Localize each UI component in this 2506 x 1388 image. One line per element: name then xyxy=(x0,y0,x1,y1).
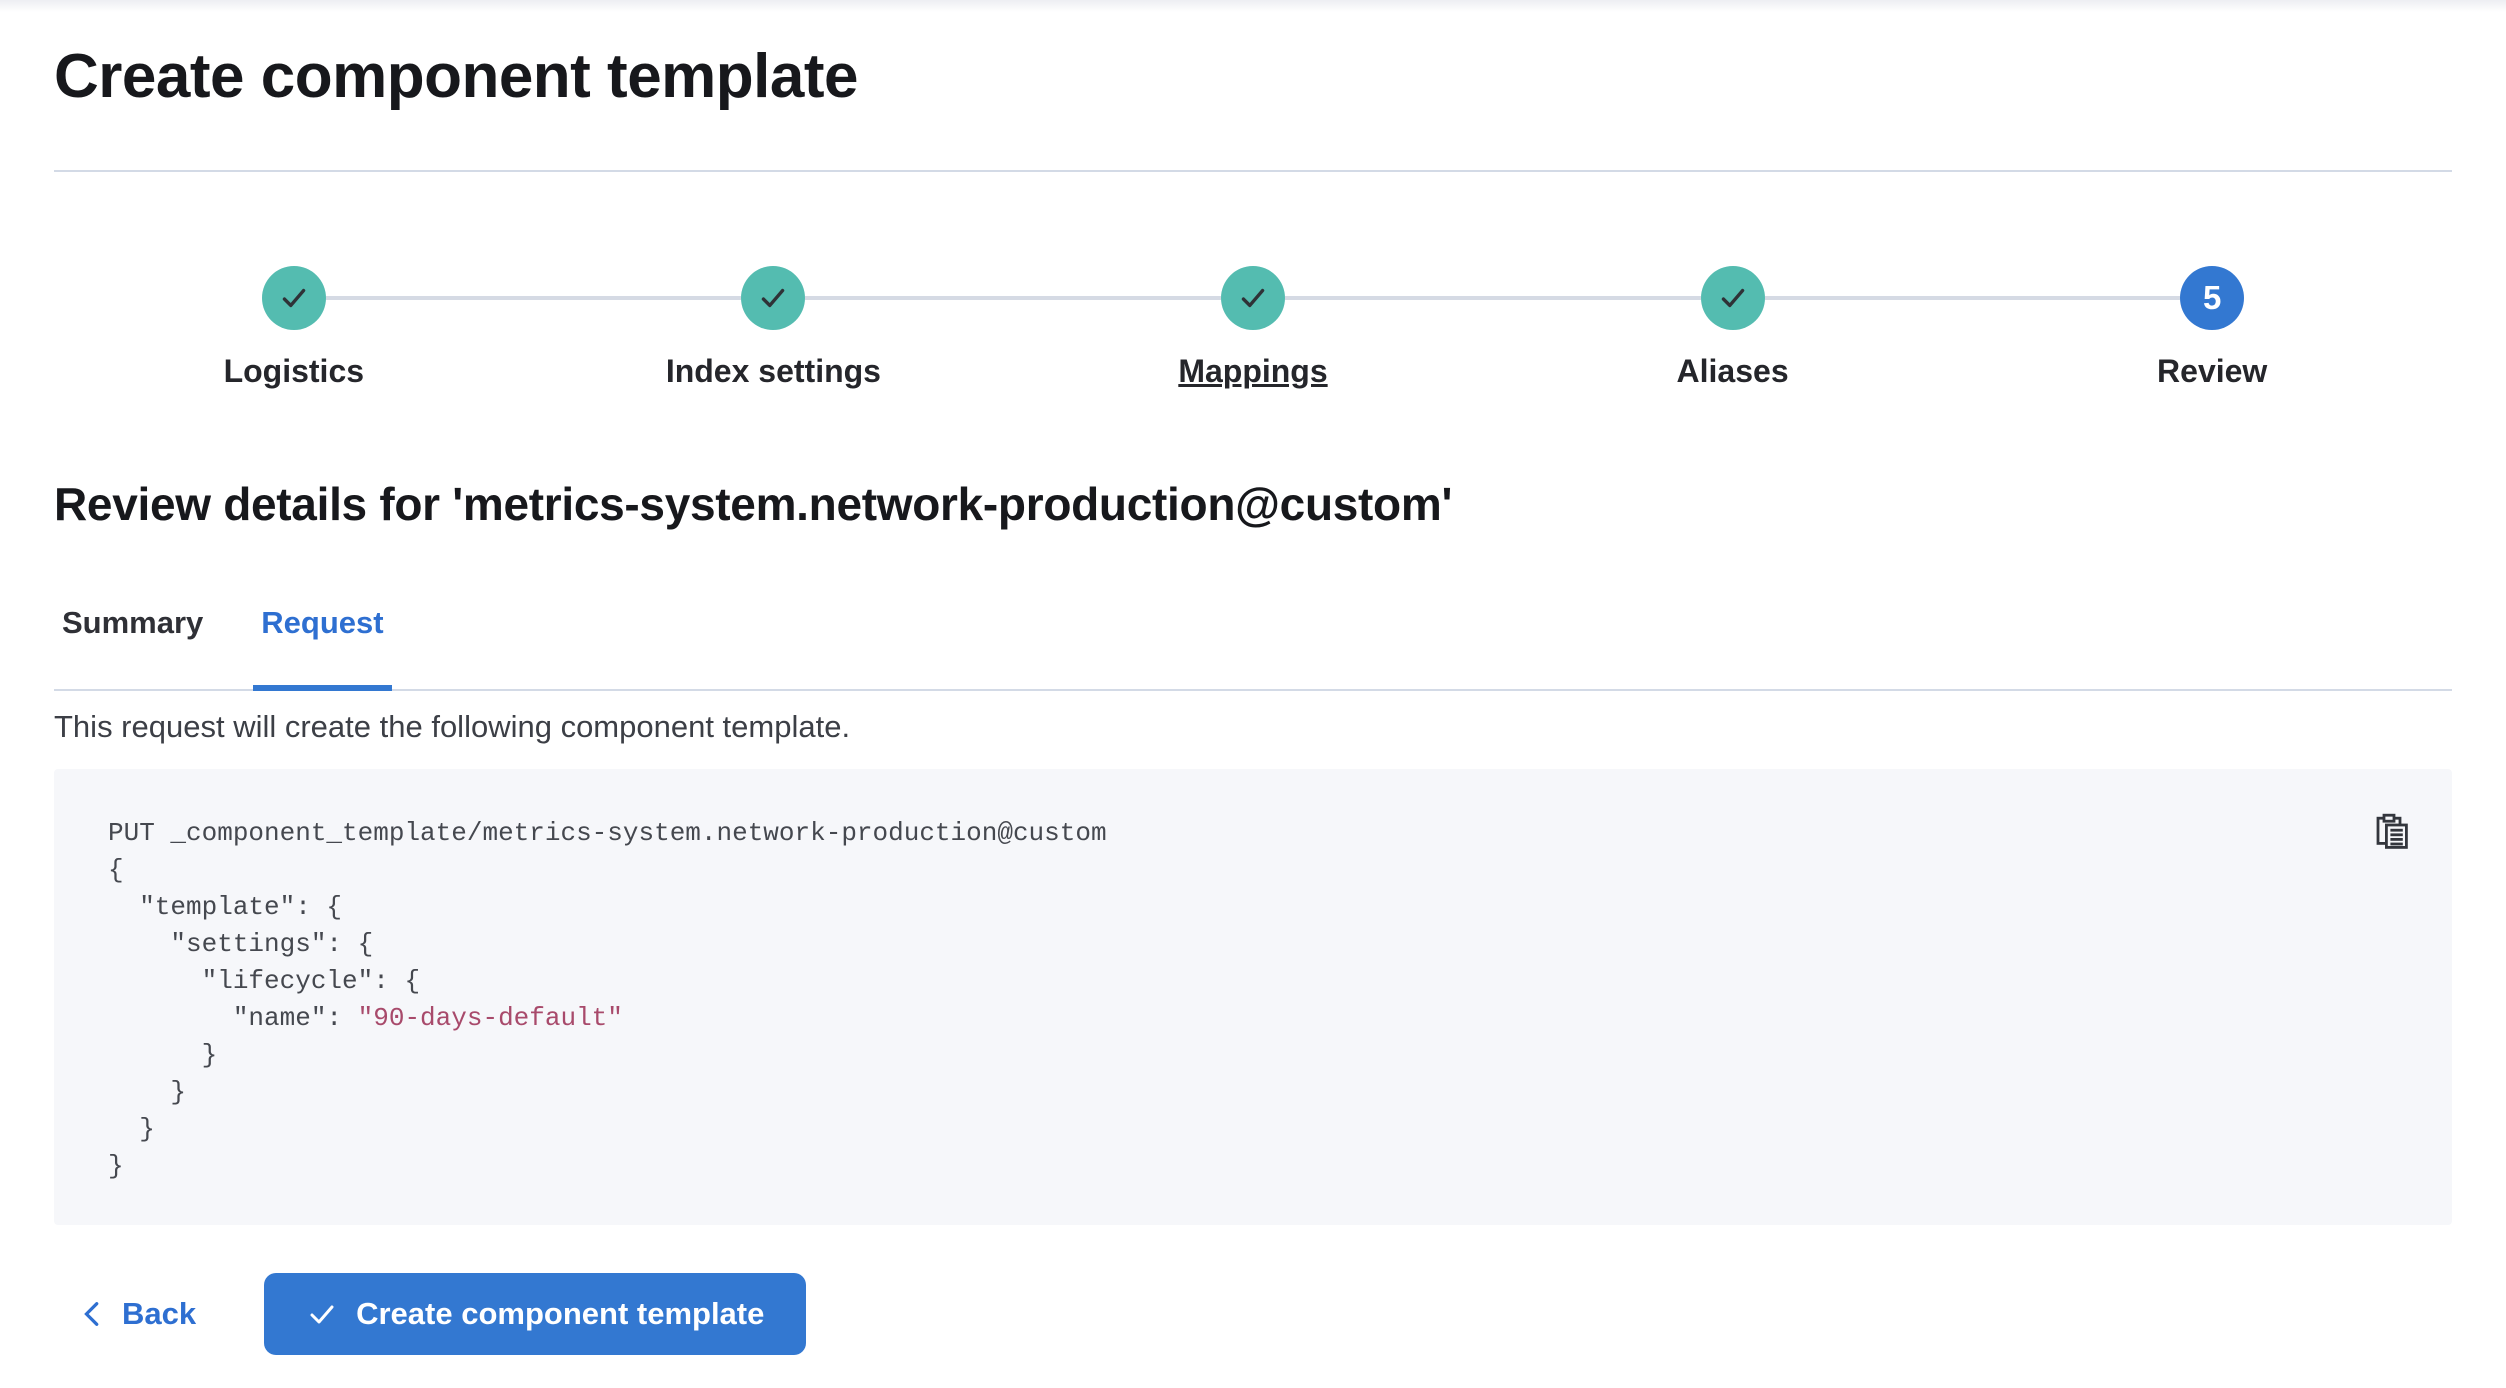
code-line: } xyxy=(108,1077,187,1107)
chevron-left-icon xyxy=(84,1302,99,1326)
code-line: "template": { xyxy=(108,892,343,922)
step-index-settings[interactable]: Index settings xyxy=(533,266,1014,390)
code-line-name: "name": "90-days-default" xyxy=(108,1000,2332,1037)
code-line-put: PUT _component_template/metrics-system.n… xyxy=(108,818,1107,848)
tab-summary[interactable]: Summary xyxy=(62,605,204,640)
check-icon xyxy=(282,288,306,308)
code-line: } xyxy=(108,1040,218,1070)
step-mappings[interactable]: Mappings xyxy=(1013,266,1493,390)
copy-button[interactable] xyxy=(2374,813,2412,851)
step-progress-bar: Logistics Index settings Mappings Aliase… xyxy=(54,266,2452,390)
step-logistics-label: Logistics xyxy=(223,353,365,389)
check-icon xyxy=(762,288,785,308)
create-component-template-page: Create component template Logistics Inde… xyxy=(0,40,2506,1355)
copy-icon xyxy=(2376,813,2408,849)
check-icon xyxy=(1721,288,1744,308)
code-key: "name": xyxy=(108,1003,358,1033)
code-line: "settings": { xyxy=(108,929,374,959)
create-component-template-button[interactable]: Create component template xyxy=(264,1273,807,1355)
check-icon xyxy=(1241,288,1265,308)
page-title: Create component template xyxy=(54,42,859,111)
back-button-label: Back xyxy=(122,1296,197,1331)
review-details-heading: Review details for 'metrics-system.netwo… xyxy=(54,478,1453,530)
step-aliases-circle xyxy=(1700,266,1765,330)
code-line: "lifecycle": { xyxy=(108,966,421,996)
footer-actions: Back Create component template xyxy=(54,1273,2452,1355)
code-line: } xyxy=(108,1151,124,1181)
step-mappings-label: Mappings xyxy=(1178,353,1328,389)
code-string-value: "90-days-default" xyxy=(357,1003,623,1033)
tab-request[interactable]: Request xyxy=(253,588,392,691)
step-aliases-label: Aliases xyxy=(1676,353,1789,389)
step-review[interactable]: 5 Review xyxy=(1972,266,2452,390)
step-logistics-circle xyxy=(261,266,326,330)
step-review-circle: 5 xyxy=(2180,266,2245,330)
code-line: } xyxy=(108,1114,155,1144)
step-number: 5 xyxy=(2202,279,2222,316)
request-code-block: PUT _component_template/metrics-system.n… xyxy=(54,769,2452,1225)
code-line: { xyxy=(108,855,124,885)
back-button[interactable]: Back xyxy=(72,1295,202,1333)
top-fade xyxy=(0,0,2506,12)
step-index-settings-label: Index settings xyxy=(665,353,881,389)
review-tabs: Summary Request xyxy=(54,588,2452,691)
create-button-label: Create component template xyxy=(356,1296,765,1331)
step-aliases[interactable]: Aliases xyxy=(1492,266,1973,390)
check-icon xyxy=(310,1305,334,1324)
step-mappings-circle xyxy=(1220,266,1285,330)
step-index-settings-circle xyxy=(741,266,806,330)
step-logistics[interactable]: Logistics xyxy=(54,266,534,390)
title-divider xyxy=(54,170,2452,172)
request-description: This request will create the following c… xyxy=(54,709,851,744)
step-review-label: Review xyxy=(2157,353,2268,389)
